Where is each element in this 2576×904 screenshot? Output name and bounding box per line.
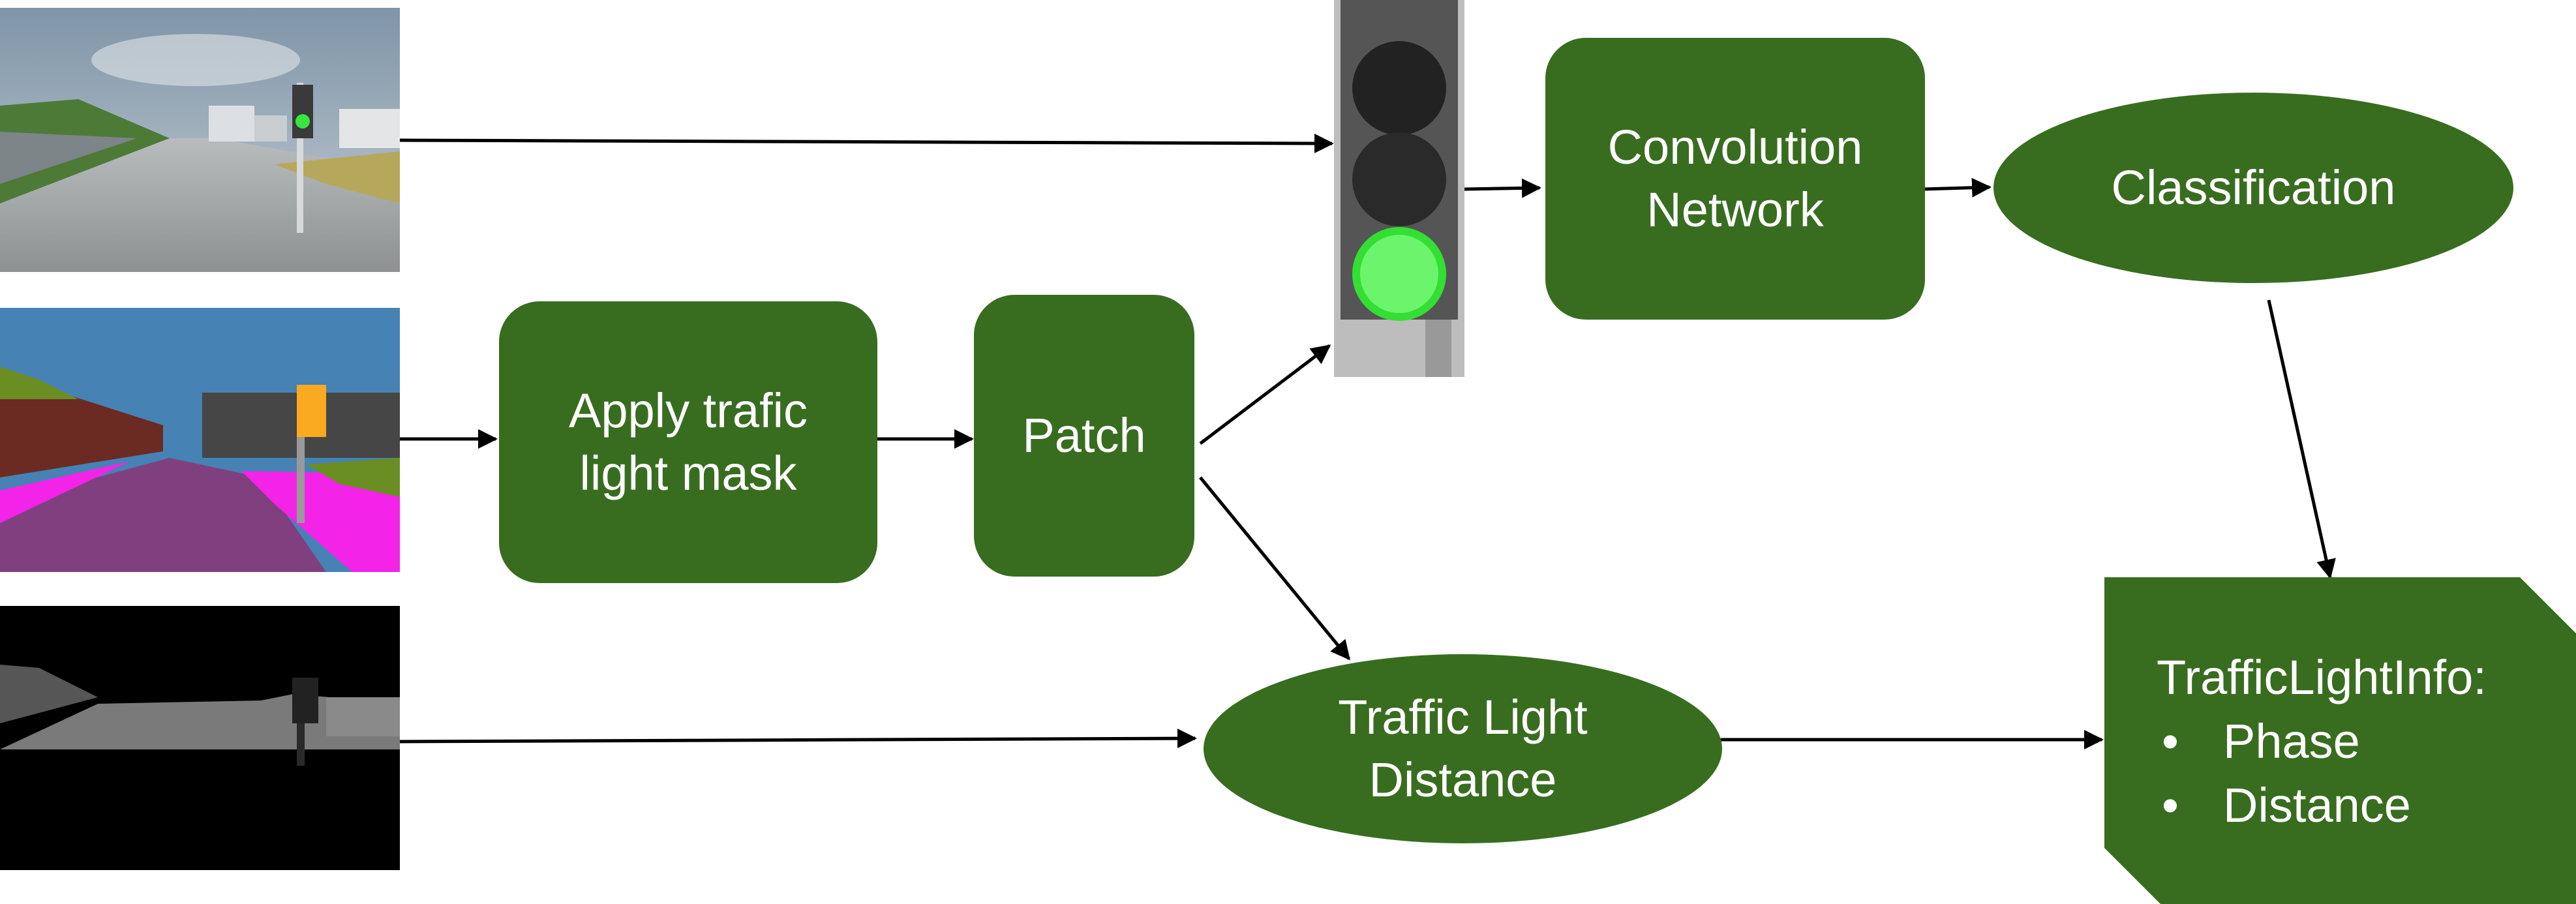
distance-ellipse: Traffic Light Distance bbox=[1204, 654, 1722, 843]
traffic-light-crop-image bbox=[1334, 0, 1464, 377]
segmentation-image bbox=[0, 308, 400, 572]
patch-label: Patch bbox=[1022, 408, 1146, 462]
arrow-patch-to-crop bbox=[1199, 344, 1331, 445]
info-item-distance: Distance bbox=[2157, 774, 2487, 837]
arrow-rgb-to-crop bbox=[399, 133, 1334, 153]
arrow-crop-to-convolution bbox=[1464, 178, 1541, 198]
rgb-camera-image bbox=[0, 8, 400, 272]
arrow-convolution-to-classification bbox=[1922, 177, 1992, 198]
convolution-network-label: Convolution Network bbox=[1607, 120, 1863, 237]
info-item-phase: Phase bbox=[2157, 710, 2487, 774]
distance-label: Traffic Light Distance bbox=[1338, 690, 1588, 807]
depth-image bbox=[0, 606, 400, 870]
classification-label: Classification bbox=[2111, 160, 2396, 215]
classification-ellipse: Classification bbox=[1993, 93, 2513, 283]
arrow-patch-to-distance bbox=[1199, 476, 1350, 661]
info-list: Phase Distance bbox=[2157, 710, 2487, 837]
arrow-classification-to-info bbox=[2267, 299, 2336, 579]
traffic-light-info-box: TrafficLightInfo: Phase Distance bbox=[2104, 577, 2576, 904]
convolution-network-box: Convolution Network bbox=[1545, 38, 1925, 320]
info-text: TrafficLightInfo: Phase Distance bbox=[2157, 646, 2487, 837]
arrow-depth-to-distance bbox=[399, 729, 1197, 749]
patch-box: Patch bbox=[974, 295, 1194, 577]
apply-mask-label: Apply trafic light mask bbox=[568, 384, 808, 500]
info-title: TrafficLightInfo: bbox=[2157, 650, 2487, 704]
apply-mask-box: Apply trafic light mask bbox=[499, 301, 877, 583]
